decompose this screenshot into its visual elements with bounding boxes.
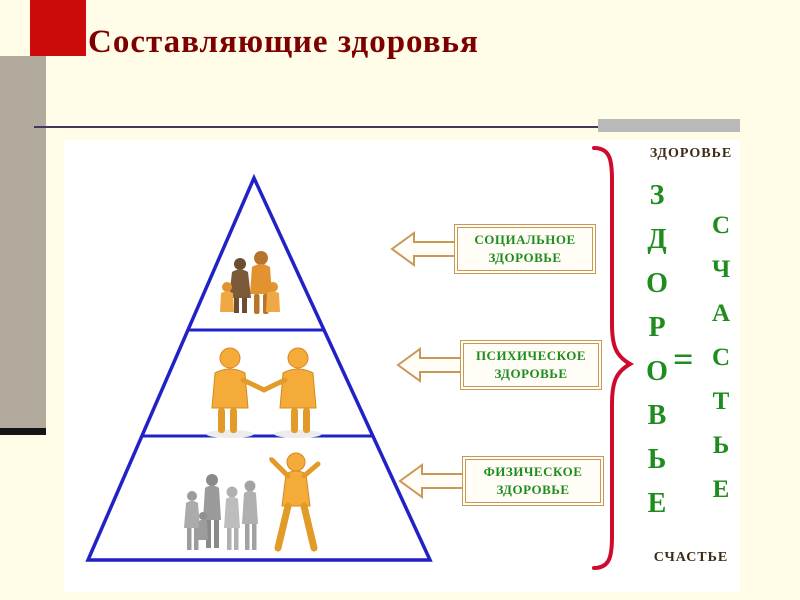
callout-label-social: СОЦИАЛЬНОЕ ЗДОРОВЬЕ (474, 232, 576, 265)
callout-social-health: СОЦИАЛЬНОЕ ЗДОРОВЬЕ (390, 224, 596, 274)
sidebar-underline (0, 428, 46, 435)
red-accent-square (30, 0, 86, 56)
left-arrow-icon (398, 463, 464, 499)
equation-top-label: ЗДОРОВЬЕ (649, 146, 733, 161)
handshake-figures (206, 347, 322, 438)
family-figures (220, 251, 280, 314)
left-sidebar-bar (0, 56, 46, 428)
left-arrow-icon (396, 347, 462, 383)
equation-bottom-label: СЧАСТЬЕ (653, 550, 729, 565)
callout-label-mental: ПСИХИЧЕСКОЕ ЗДОРОВЬЕ (475, 348, 587, 381)
pyramid-outline (85, 173, 433, 562)
red-brace (592, 146, 635, 570)
left-arrow-icon (390, 231, 456, 267)
callout-box: СОЦИАЛЬНОЕ ЗДОРОВЬЕ (454, 224, 596, 274)
title-rule-gray-bar (598, 119, 740, 132)
callout-box: ПСИХИЧЕСКОЕ ЗДОРОВЬЕ (460, 340, 602, 390)
title-rule (34, 126, 740, 128)
equals-sign: = (673, 339, 694, 379)
pyramid-diagram (85, 173, 433, 562)
slide-title: Составляющие здоровья (88, 24, 479, 60)
callout-mental-health: ПСИХИЧЕСКОЕ ЗДОРОВЬЕ (396, 340, 602, 390)
callout-label-physical: ФИЗИЧЕСКОЕ ЗДОРОВЬЕ (483, 464, 583, 497)
content-panel: СОЦИАЛЬНОЕ ЗДОРОВЬЕ ПСИХИЧЕСКОЕ ЗДОРОВЬЕ… (64, 140, 740, 592)
callout-box: ФИЗИЧЕСКОЕ ЗДОРОВЬЕ (462, 456, 604, 506)
crowd-figures (184, 452, 321, 552)
callout-physical-health: ФИЗИЧЕСКОЕ ЗДОРОВЬЕ (398, 456, 604, 506)
